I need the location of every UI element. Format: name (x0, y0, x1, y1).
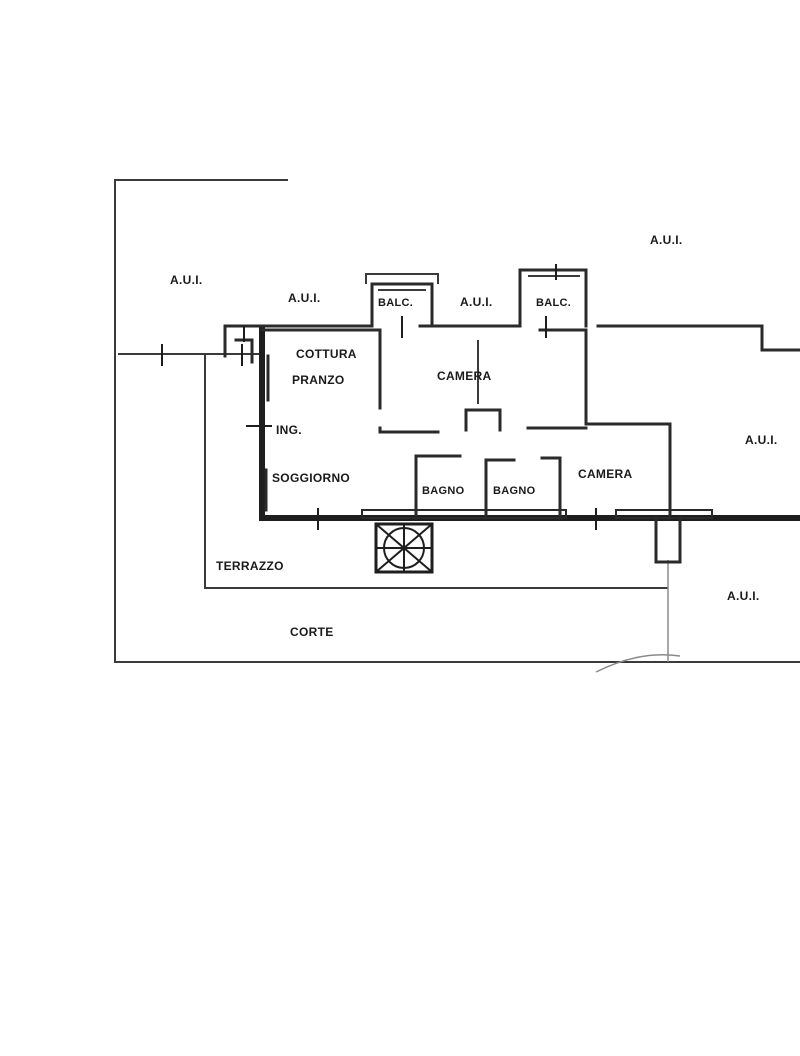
area-label: A.U.I. (745, 433, 777, 447)
area-label: A.U.I. (288, 291, 320, 305)
opening-ticks (161, 264, 597, 530)
area-label: A.U.I. (170, 273, 202, 287)
room-label-camera: CAMERA (437, 369, 491, 383)
balcony-right (518, 268, 588, 328)
window-strips (361, 509, 713, 519)
balcony-left (365, 273, 439, 328)
balcony-label: BALC. (536, 297, 571, 309)
interior-walls (264, 328, 672, 520)
room-label-soggiorno: SOGGIORNO (272, 471, 350, 485)
area-label-corte: CORTE (290, 625, 334, 639)
room-label-bagno: BAGNO (493, 485, 536, 497)
column (654, 516, 682, 564)
spiral-stair-icon (374, 522, 434, 574)
lot-boundary (114, 179, 800, 673)
room-label-bagno: BAGNO (422, 485, 465, 497)
room-label-camera: CAMERA (578, 467, 632, 481)
balcony-label: BALC. (378, 297, 413, 309)
area-label: A.U.I. (460, 295, 492, 309)
room-label-pranzo: PRANZO (292, 373, 344, 387)
area-label-terrazzo: TERRAZZO (216, 559, 284, 573)
room-labels: A.U.I. A.U.I. A.U.I. A.U.I. A.U.I. A.U.I… (170, 233, 777, 639)
area-label: A.U.I. (727, 589, 759, 603)
area-label: A.U.I. (650, 233, 682, 247)
room-label-ingresso: ING. (276, 423, 302, 437)
room-label-cottura: COTTURA (296, 347, 357, 361)
